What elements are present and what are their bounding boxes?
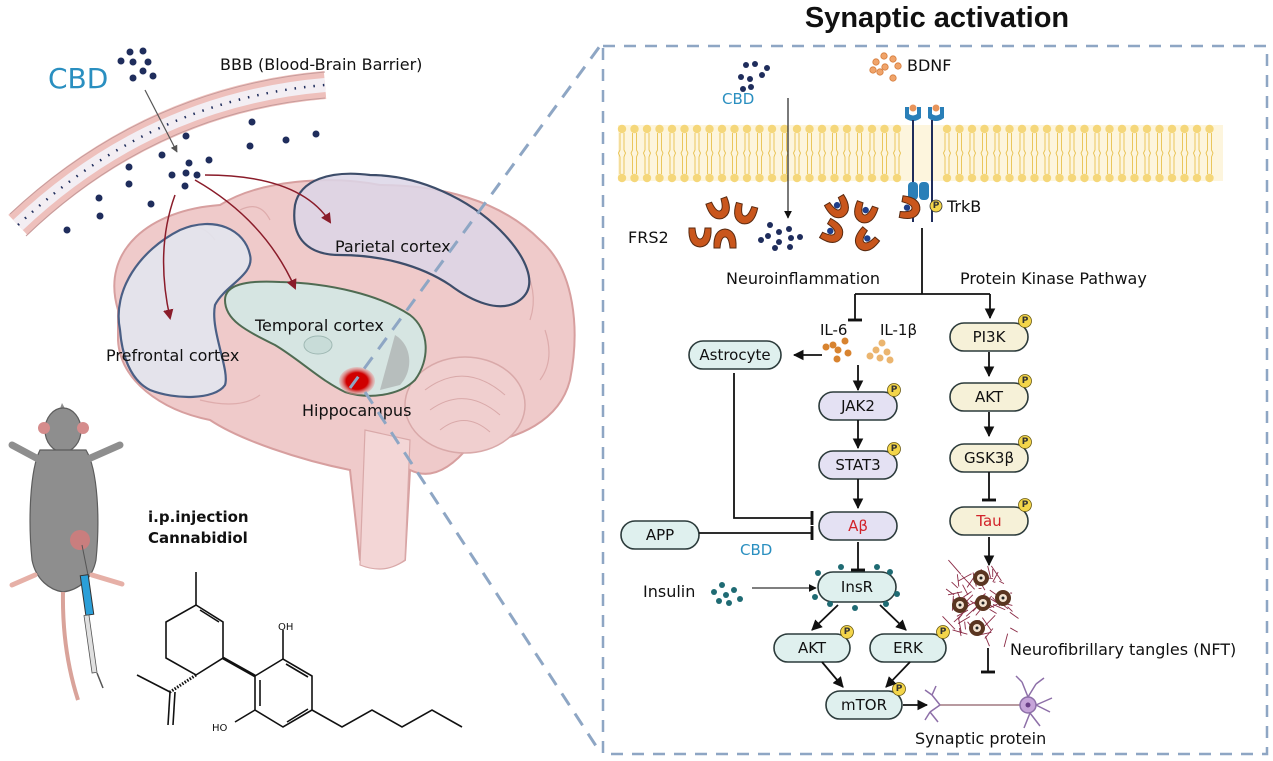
- stat3-node: STAT3 P: [818, 442, 901, 480]
- synaptic-protein-label: Synaptic protein: [915, 729, 1046, 748]
- phospho-badge: P: [1018, 374, 1032, 388]
- svg-text:P: P: [1022, 437, 1029, 447]
- cbd-cross-bbb-arrow: [144, 89, 178, 153]
- neuroinflammation-label: Neuroinflammation: [726, 269, 880, 288]
- neurofibrillary-tangles-icon: [942, 559, 1019, 648]
- panel-title: Synaptic activation: [805, 2, 1069, 34]
- scattered-cbd-dots: [63, 118, 320, 234]
- temporal-cortex-label: Temporal cortex: [254, 316, 384, 335]
- gsk3b-node: GSK3β P: [949, 435, 1032, 473]
- trkb-branch-connectors: [847, 228, 996, 322]
- il6-cluster-icon: [822, 337, 852, 363]
- mtor-node-label: mTOR: [841, 696, 887, 714]
- svg-text:P: P: [891, 444, 898, 454]
- phospho-badge: P: [887, 442, 901, 456]
- prefrontal-cortex-label: Prefrontal cortex: [106, 346, 239, 365]
- left-panel: CBD BBB (Blood-Brain Barrier): [8, 45, 602, 753]
- phospho-badge: P: [887, 383, 901, 397]
- jak2-node-label: JAK2: [840, 397, 875, 415]
- pi3k-node-label: PI3K: [973, 328, 1007, 346]
- app-node: APP: [620, 520, 700, 550]
- cbd-label-left: CBD: [48, 62, 108, 95]
- blood-brain-barrier: [8, 71, 327, 237]
- insr-node: InsR: [817, 571, 897, 603]
- bdnf-label: BDNF: [907, 56, 951, 75]
- cannabidiol-structure-icon: [136, 572, 463, 728]
- akt-right-node-label: AKT: [975, 388, 1004, 406]
- phospho-badge: P: [1018, 314, 1032, 328]
- insulin-label: Insulin: [643, 582, 695, 601]
- astrocyte-node: Astrocyte: [688, 340, 782, 370]
- phospho-badge: P: [840, 625, 854, 639]
- insr-receptor-dots: [812, 564, 900, 611]
- il1b-label: IL-1β: [880, 321, 917, 339]
- brain-illustration: [113, 172, 576, 570]
- trkb-phospho-badge: P: [929, 199, 943, 213]
- il6-label: IL-6: [820, 321, 847, 339]
- cannabidiol-label: Cannabidiol: [148, 529, 248, 547]
- svg-text:P: P: [933, 201, 940, 211]
- app-cbd-label: CBD: [740, 541, 772, 559]
- ho-bottom-label: HO: [212, 723, 228, 734]
- phospho-badge: P: [936, 625, 950, 639]
- abeta-node: Aβ: [818, 511, 898, 541]
- hippocampus-label: Hippocampus: [302, 401, 411, 420]
- cbd-molecule-cluster-icon: [117, 47, 157, 82]
- insr-node-label: InsR: [841, 578, 873, 596]
- mtor-node: mTOR P: [825, 682, 906, 720]
- injection-label: i.p.injection: [148, 508, 249, 526]
- jak2-node: JAK2 P: [818, 383, 901, 421]
- svg-text:P: P: [896, 684, 903, 694]
- protein-kinase-pathway-label: Protein Kinase Pathway: [960, 269, 1147, 288]
- trkb-receptor-icon: [905, 104, 944, 222]
- neuron-icon: [924, 675, 1053, 729]
- phospho-badge: P: [1018, 498, 1032, 512]
- abeta-node-label: Aβ: [848, 517, 868, 535]
- tau-node-label: Tau: [975, 512, 1001, 530]
- astrocyte-node-label: Astrocyte: [699, 346, 770, 364]
- svg-text:P: P: [891, 385, 898, 395]
- parietal-cortex-label: Parietal cortex: [335, 237, 451, 256]
- il1b-cluster-icon: [866, 339, 894, 364]
- svg-text:P: P: [940, 627, 947, 637]
- erk-node-label: ERK: [893, 639, 924, 657]
- akt-left-node-label: AKT: [798, 639, 827, 657]
- bdnf-cluster-icon: [869, 52, 902, 82]
- app-node-label: APP: [646, 526, 674, 544]
- cell-membrane: [617, 124, 1223, 183]
- svg-text:P: P: [1022, 316, 1029, 326]
- frs2-protein-icons: [688, 193, 921, 252]
- prefrontal-cortex-region: [117, 222, 252, 398]
- hippocampus-highlight: [339, 367, 375, 395]
- akt-left-node: AKT P: [773, 625, 854, 663]
- pi3k-node: PI3K P: [949, 314, 1032, 352]
- stat3-node-label: STAT3: [835, 456, 880, 474]
- nft-label: Neurofibrillary tangles (NFT): [1010, 640, 1236, 659]
- syringe-icon: [79, 544, 104, 689]
- zoom-frame: [601, 44, 1269, 756]
- mouse-illustration: [8, 403, 125, 701]
- cbd-label-right: CBD: [722, 90, 754, 108]
- erk-node: ERK P: [869, 625, 950, 663]
- gsk3b-node-label: GSK3β: [964, 449, 1014, 467]
- pathway-connectors: [699, 352, 997, 711]
- cbd-molecule-cluster-right-icon: [738, 61, 770, 92]
- frs2-label: FRS2: [628, 228, 669, 247]
- oh-top-label: OH: [278, 622, 293, 633]
- parietal-cortex-region: [293, 172, 531, 308]
- akt-right-node: AKT P: [949, 374, 1032, 412]
- tau-node: Tau P: [949, 498, 1032, 536]
- insulin-cluster-icon: [711, 582, 743, 606]
- cbd-cluster-intracellular-icon: [758, 222, 803, 251]
- svg-text:P: P: [844, 627, 851, 637]
- bbb-label: BBB (Blood-Brain Barrier): [220, 55, 422, 74]
- svg-text:P: P: [1022, 376, 1029, 386]
- pathway-nodes: AstrocyteJAK2PSTAT3PAβAPPInsRAKTPERKPmTO…: [620, 314, 1032, 720]
- phospho-badge: P: [892, 682, 906, 696]
- svg-text:P: P: [1022, 500, 1029, 510]
- phospho-badge: P: [1018, 435, 1032, 449]
- trkb-label: TrkB: [946, 197, 981, 216]
